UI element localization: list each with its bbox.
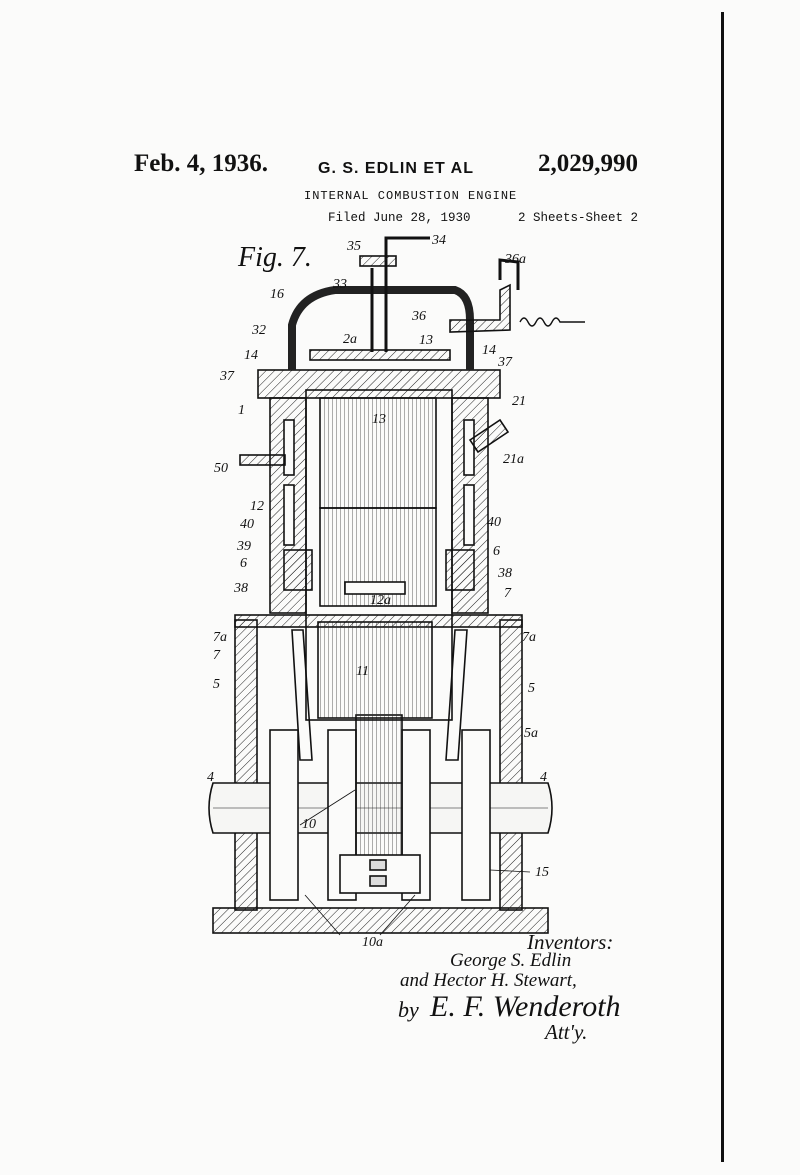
ref-label: 4 (540, 770, 547, 785)
ref-label: 7 (504, 586, 512, 601)
ref-label: 32 (251, 323, 266, 338)
patent-number: 2,029,990 (538, 150, 638, 177)
ref-label: 50 (214, 461, 228, 476)
inventors-heading: Inventors: (527, 930, 614, 954)
ref-label: 12a (370, 593, 391, 608)
ref-label: 40 (487, 515, 501, 530)
crank-web-left (269, 729, 299, 901)
upper-piston (319, 397, 437, 509)
crank-web-right (461, 729, 491, 901)
ref-label: 37 (219, 369, 235, 384)
margin-line (721, 12, 724, 1162)
inventor-1: George S. Edlin (450, 950, 572, 971)
ref-label: 6 (240, 556, 247, 571)
ref-label: 14 (482, 343, 496, 358)
ref-label: 35 (346, 239, 361, 254)
ref-label: 21 (512, 394, 526, 409)
ref-label: 10a (362, 935, 383, 950)
ref-label: 1 (238, 403, 245, 418)
ref-label: 13 (372, 412, 386, 427)
ref-label: 5a (524, 726, 538, 741)
attorney-title: Att'y. (545, 1020, 588, 1044)
ref-label: 7a (213, 630, 227, 645)
ref-label: 7 (213, 648, 221, 663)
connecting-rod (355, 714, 403, 876)
filed-date: Filed June 28, 1930 (328, 211, 471, 225)
attorney-by: by (398, 997, 419, 1022)
ref-label: 6 (493, 544, 500, 559)
patent-title: INTERNAL COMBUSTION ENGINE (304, 189, 518, 203)
ref-label: 33 (332, 277, 347, 292)
ref-label: 16 (270, 287, 284, 302)
crankcase-right-wall (499, 619, 523, 911)
figure-label: Fig. 7. (238, 242, 312, 273)
ref-label: 2a (343, 332, 357, 347)
ref-label: 13 (419, 333, 433, 348)
reference-labels: 35 34 36a 33 16 36 2a 13 14 32 14 37 37 … (207, 233, 549, 950)
ref-label: 10 (302, 817, 316, 832)
lower-piston (317, 621, 433, 719)
ref-label: 39 (236, 539, 251, 554)
cylinder-head (288, 286, 474, 370)
patent-date: Feb. 4, 1936. (134, 150, 269, 177)
cylinder-flange (257, 369, 501, 399)
engine-body (208, 236, 585, 934)
sheet-count: 2 Sheets-Sheet 2 (518, 211, 639, 225)
inventors-line: G. S. EDLIN ET AL (318, 160, 474, 177)
ref-label: 11 (356, 664, 369, 679)
inventor-2: and Hector H. Stewart, (400, 970, 577, 991)
attorney-signature: E. F. Wenderoth (430, 990, 621, 1023)
ref-label: 34 (431, 233, 446, 248)
ref-label: 36a (504, 252, 526, 267)
ref-label: 40 (240, 517, 254, 532)
ref-label: 5 (528, 681, 535, 696)
ref-label: 14 (244, 348, 258, 363)
ref-label: 15 (535, 865, 549, 880)
ref-label: 12 (250, 499, 264, 514)
crankcase-left-wall (234, 619, 258, 911)
ref-label: 4 (207, 770, 214, 785)
ref-label: 37 (497, 355, 513, 370)
ref-label: 21a (503, 452, 524, 467)
ref-label: 38 (497, 566, 512, 581)
ref-label: 7a (522, 630, 536, 645)
ref-label: 36 (411, 309, 426, 324)
ref-label: 38 (233, 581, 248, 596)
engine-base (212, 907, 549, 934)
ref-label: 5 (213, 677, 220, 692)
leader-lines (299, 789, 531, 936)
